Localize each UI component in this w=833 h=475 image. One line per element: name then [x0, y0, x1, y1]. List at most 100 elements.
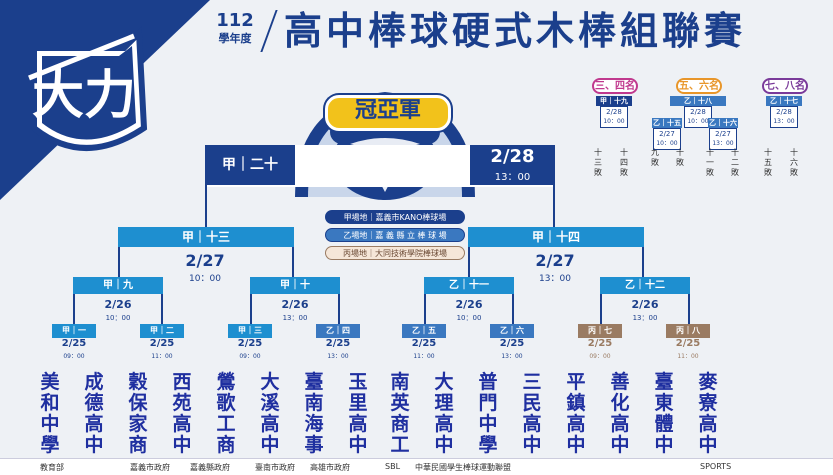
quarter-1-time: 10：00 [105, 314, 131, 322]
year-suffix: 學年度 [218, 32, 252, 45]
bracket-line [600, 294, 602, 324]
sponsor-3: 嘉義縣政府 [190, 463, 230, 472]
g56-sub2-box: 2/27 13：00 [709, 128, 737, 150]
g78-date: 2/28 [776, 108, 792, 116]
loser-12: 十二敗 [731, 148, 739, 177]
loser-14: 十四敗 [620, 148, 628, 177]
place-7-8-title: 七、八名 [762, 78, 808, 94]
sponsor-bar [0, 458, 833, 475]
bracket-line [688, 294, 690, 324]
loser-16: 十六敗 [790, 148, 798, 177]
final-time: 13：00 [494, 172, 531, 183]
r1-1-header: 甲｜一 [52, 324, 96, 338]
r1-3-header: 甲｜三 [228, 324, 272, 338]
g56-sub2-header: 乙｜十六 [708, 118, 738, 128]
loser-15: 十五敗 [764, 148, 772, 177]
g78-time: 13：00 [773, 118, 795, 125]
r1-5-date: 2/25 [411, 338, 437, 349]
r1-8-header: 丙｜八 [666, 324, 710, 338]
g56-sub1-header: 乙｜十五 [652, 118, 682, 128]
quarter-3-time: 10：00 [456, 314, 482, 322]
quarter-2-header: 甲｜十 [250, 277, 340, 294]
r1-7-date: 2/25 [587, 338, 613, 349]
team-16: 麥寮高中 [698, 371, 718, 456]
team-13: 平鎮高中 [566, 371, 586, 456]
venue-b: 乙場地｜嘉 義 縣 立 棒 球 場 [325, 228, 465, 242]
team-1: 美和中學 [40, 371, 60, 456]
bracket-line [553, 185, 555, 227]
r1-2-time: 11：00 [151, 353, 173, 360]
tournament-logo: 大力 [28, 26, 148, 151]
bracket-line [642, 247, 644, 277]
quarter-4-time: 13：00 [632, 314, 658, 322]
semi-2-header: 甲｜十四 [468, 227, 644, 247]
r1-2-header: 甲｜二 [140, 324, 184, 338]
r1-8-time: 11：00 [677, 353, 699, 360]
g34-header: 甲｜十九 [596, 96, 632, 106]
r1-1-time: 09：00 [63, 353, 85, 360]
champion-label: 冠亞軍 [325, 95, 451, 131]
g34-time: 10：00 [603, 118, 625, 125]
team-2: 成德高中 [84, 371, 104, 456]
final-left-slot: 甲｜二十 [205, 145, 295, 185]
svg-text:大力: 大力 [32, 65, 136, 126]
g78-header: 乙｜十七 [766, 96, 802, 106]
quarter-2-time: 13：00 [282, 314, 308, 322]
r1-4-date: 2/25 [325, 338, 351, 349]
bracket-line [512, 294, 514, 324]
loser-10: 十敗 [676, 148, 684, 167]
sponsor-1: 教育部 [40, 463, 64, 472]
quarter-1-date: 2/26 [104, 298, 132, 311]
g56-sub2-time: 13：00 [712, 140, 734, 147]
venue-a: 甲場地｜嘉義市KANO棒球場 [325, 210, 465, 224]
loser-13: 十三敗 [594, 148, 602, 177]
r1-6-time: 13：00 [501, 353, 523, 360]
g56-date: 2/28 [690, 108, 706, 116]
r1-6-date: 2/25 [499, 338, 525, 349]
team-8: 玉里高中 [348, 371, 368, 456]
bracket-line [205, 185, 207, 227]
final-right-slot [470, 145, 555, 185]
bracket-line [468, 247, 470, 277]
r1-6-header: 乙｜六 [490, 324, 534, 338]
quarter-2-date: 2/26 [281, 298, 309, 311]
team-10: 大理高中 [434, 371, 454, 456]
quarter-3-date: 2/26 [455, 298, 483, 311]
team-3: 穀保家商 [128, 371, 148, 456]
r1-4-header: 乙｜四 [316, 324, 360, 338]
semi-1-date: 2/27 [185, 251, 225, 270]
semi-2-date: 2/27 [535, 251, 575, 270]
bracket-line [292, 247, 294, 277]
quarter-4-header: 乙｜十二 [600, 277, 690, 294]
final-date: 2/28 [490, 146, 535, 167]
semi-2-time: 13：00 [539, 274, 571, 284]
g56-sub1-date: 2/27 [659, 130, 675, 138]
g56-sub2-date: 2/27 [715, 130, 731, 138]
g56-box: 2/28 10：00 [684, 106, 712, 128]
bracket-line [161, 294, 163, 324]
r1-7-time: 09：00 [589, 353, 611, 360]
g56-header: 乙｜十八 [670, 96, 726, 106]
title-year: 112 學年度 [200, 12, 270, 54]
r1-7-header: 丙｜七 [578, 324, 622, 338]
sponsor-6: SBL [385, 462, 401, 471]
g34-box: 2/28 10：00 [600, 106, 628, 128]
quarter-4-date: 2/26 [631, 298, 659, 311]
g56-sub1-box: 2/27 10：00 [653, 128, 681, 150]
sponsor-4: 臺南市政府 [255, 463, 295, 472]
g78-box: 2/28 13：00 [770, 106, 798, 128]
bracket-line [118, 247, 120, 277]
team-12: 三民高中 [522, 371, 542, 456]
team-15: 臺東體中 [654, 371, 674, 456]
g34-date: 2/28 [606, 108, 622, 116]
sponsor-5: 高雄市政府 [310, 463, 350, 472]
bracket-line [250, 294, 252, 324]
team-6: 大溪高中 [260, 371, 280, 456]
loser-9: 九敗 [651, 148, 659, 167]
year-number: 112 [216, 10, 254, 31]
r1-3-date: 2/25 [237, 338, 263, 349]
bracket-line [338, 294, 340, 324]
semi-1-header: 甲｜十三 [118, 227, 294, 247]
team-9: 南英商工 [390, 371, 410, 456]
page-title: 高中棒球硬式木棒組聯賽 [284, 9, 747, 53]
